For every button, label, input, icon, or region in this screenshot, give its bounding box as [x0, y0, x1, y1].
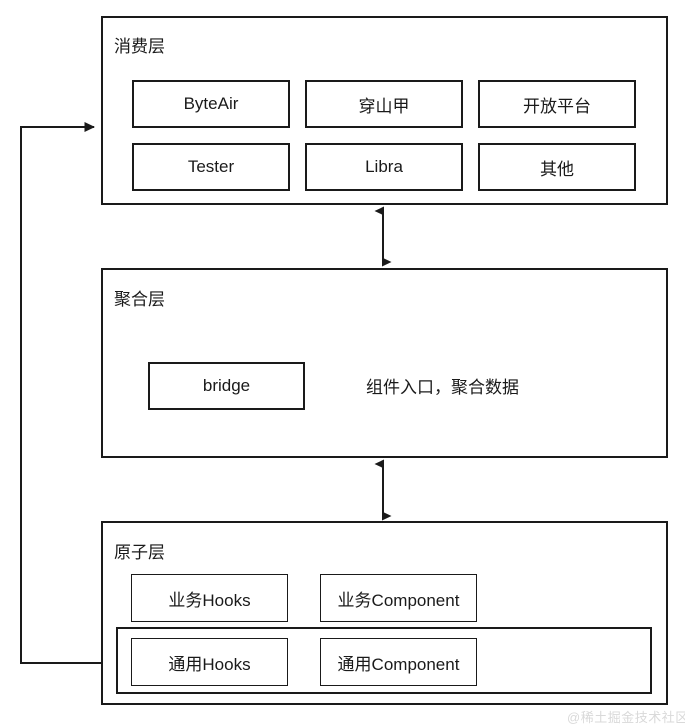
aggregation-note: 组件入口，聚合数据: [366, 378, 519, 397]
consumption-layer-title: 消费层: [114, 37, 165, 56]
watermark: @稀土掘金技术社区: [567, 710, 685, 725]
aggregation-layer-title: 聚合层: [114, 290, 165, 309]
atomic-item-business-hooks[interactable]: 业务Hooks: [131, 574, 288, 622]
consumption-item-byteair[interactable]: ByteAir: [132, 80, 290, 128]
atomic-item-business-component[interactable]: 业务Component: [320, 574, 477, 622]
consumption-item-tester[interactable]: Tester: [132, 143, 290, 191]
atomic-item-common-hooks[interactable]: 通用Hooks: [131, 638, 288, 686]
consumption-item-others[interactable]: 其他: [478, 143, 636, 191]
consumption-item-chuanshanjia[interactable]: 穿山甲: [305, 80, 463, 128]
atomic-layer-title: 原子层: [114, 543, 165, 562]
consumption-item-open-platform[interactable]: 开放平台: [478, 80, 636, 128]
atomic-item-common-component[interactable]: 通用Component: [320, 638, 477, 686]
consumption-item-libra[interactable]: Libra: [305, 143, 463, 191]
aggregation-item-bridge[interactable]: bridge: [148, 362, 305, 410]
